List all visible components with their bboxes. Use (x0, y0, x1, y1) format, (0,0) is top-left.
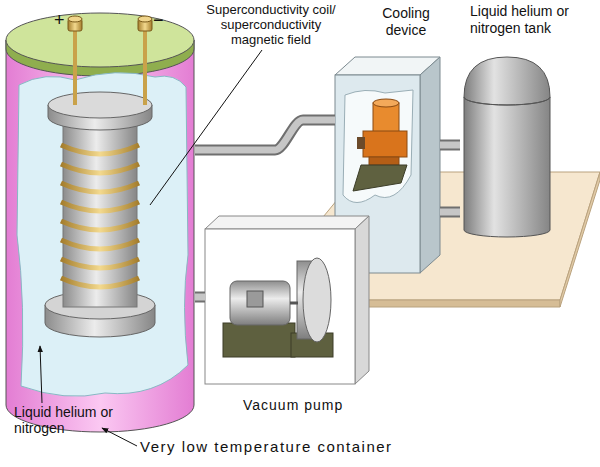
node-label: Liquid helium or nitrogen tank (470, 3, 577, 37)
pipe-outline (440, 207, 460, 218)
cryostat-container: Very low temperature container (5, 5, 195, 437)
coil-windings-part (61, 259, 139, 268)
container-leader-line (102, 428, 137, 446)
pipe-body (195, 120, 335, 150)
pipe-connector (195, 120, 335, 150)
pipe-outline (195, 120, 335, 150)
terminal-rod (143, 29, 147, 105)
tank-body (464, 97, 550, 237)
box-front (205, 229, 355, 384)
pipe-outline (195, 292, 205, 303)
coil-top-face (48, 92, 152, 118)
coil-windings (61, 145, 139, 287)
coil-windings-part (61, 202, 139, 211)
coil-windings-part (61, 145, 139, 154)
pipe-body (440, 209, 460, 216)
coil-windings-part (61, 164, 139, 173)
coil-callout: Superconductivity coil/ superconductivit… (195, 2, 347, 47)
pipe-outline (440, 140, 460, 151)
tank-seam (464, 97, 550, 105)
coolant-tank: Liquid helium or nitrogen tank (460, 55, 555, 240)
platform-side (560, 172, 600, 307)
pipe-body (195, 294, 205, 301)
terminal-rod (73, 29, 77, 105)
pump-shaft (290, 302, 298, 305)
motor-terminal-box (247, 291, 263, 307)
terminal-sign: + (54, 12, 65, 29)
cryostat-art (5, 5, 195, 437)
pipe-connector (440, 212, 460, 213)
coil-windings-part (61, 240, 139, 249)
box-cutaway (343, 90, 413, 203)
node-label: Vacuum pump (243, 397, 343, 414)
box-side (355, 216, 369, 384)
terminal-knob-top (138, 16, 152, 22)
coil-windings-part (61, 183, 139, 192)
coil-leader-line (150, 50, 262, 205)
box-top (205, 216, 369, 229)
compressor-body (363, 131, 407, 157)
pump-disc (303, 258, 331, 342)
compressor-cap (373, 99, 399, 107)
liquid-leader-line (40, 346, 42, 403)
liquid-callout: Liquid helium or nitrogen (14, 404, 114, 436)
pump-art (205, 215, 370, 385)
terminal-knob-top (68, 16, 82, 22)
compressor-base (353, 165, 407, 191)
tank-art (460, 55, 555, 240)
box-side (420, 57, 440, 273)
node-label: Cooling device (371, 5, 441, 39)
terminal-sign: − (153, 12, 164, 29)
node-label: Very low temperature container (140, 438, 393, 455)
vacuum-pump-box: Vacuum pump (205, 215, 370, 385)
coil-windings-part (61, 278, 139, 287)
liquid-cutaway (17, 73, 188, 397)
cryostat-body (6, 40, 194, 432)
compressor-foot (369, 157, 399, 165)
lid-top (6, 13, 194, 67)
motor-base (223, 323, 295, 357)
compressor-fitting (357, 137, 365, 149)
pipe-connector (195, 297, 205, 298)
tank-dome (464, 57, 550, 105)
coil-windings-part (61, 221, 139, 230)
motor-body (230, 281, 290, 325)
pipe-body (440, 142, 460, 149)
pipe-connector (440, 145, 460, 146)
